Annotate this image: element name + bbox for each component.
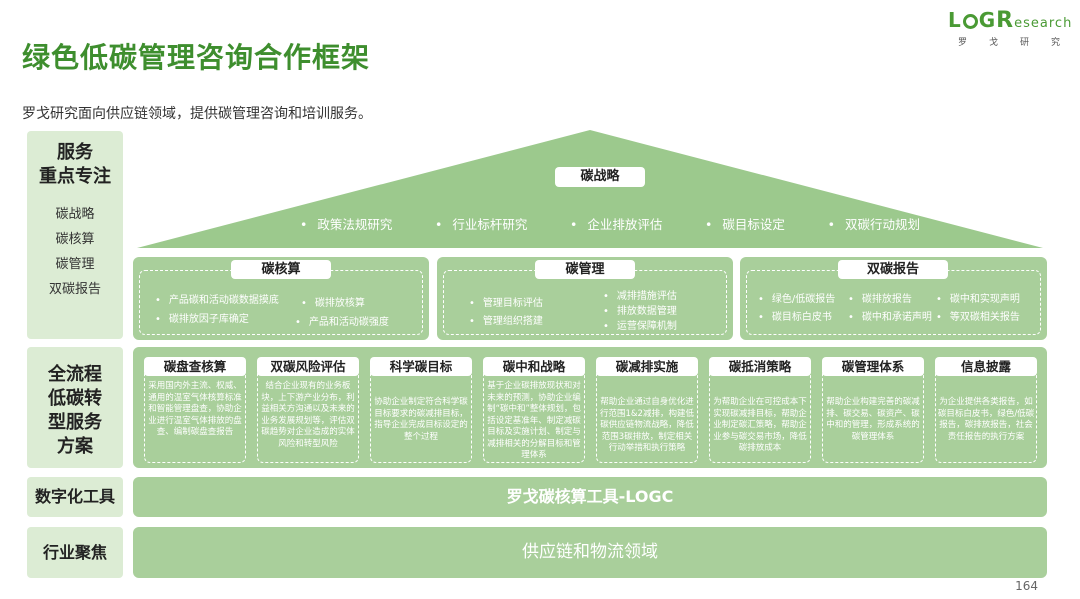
industry-focus-panel: 行业聚焦 <box>27 527 123 578</box>
column-text: 帮助企业构建完善的碳减排、碳交易、碳资产、碳中和的管理，形成系统的碳管理体系 <box>826 397 920 442</box>
roof-item: 行业标杆研究 <box>435 214 527 233</box>
column-title: 碳减排实施 <box>596 357 698 376</box>
process-column: 信息披露 为企业提供各类报告，如碳目标白皮书，绿色/低碳报告，碳排放报告，社会责… <box>933 357 1039 463</box>
column-text: 结合企业现有的业务板块，上下游产业分布，利益相关方沟通以及未来的业务发展规划等，… <box>261 381 355 449</box>
box-item: 碳排放因子库确定 <box>155 310 249 325</box>
service-focus-title-1: 服务 <box>57 142 93 163</box>
roof-item: 政策法规研究 <box>300 214 392 233</box>
box-title: 碳管理 <box>535 260 635 279</box>
page-subtitle: 罗戈研究面向供应链领域，提供碳管理咨询和培训服务。 <box>22 106 372 122</box>
column-title: 碳盘查核算 <box>144 357 246 376</box>
box-item: 等双碳相关报告 <box>936 308 1020 323</box>
page-number: 164 <box>1015 579 1038 593</box>
box-item: 管理目标评估 <box>469 294 543 309</box>
industry-focus-title: 行业聚焦 <box>42 543 107 562</box>
box-item: 碳排放核算 <box>301 294 365 309</box>
process-column: 碳管理体系 帮助企业构建完善的碳减排、碳交易、碳资产、碳中和的管理，形成系统的碳… <box>820 357 926 463</box>
box-item: 碳中和承诺声明 <box>848 308 932 323</box>
box-title: 碳核算 <box>231 260 331 279</box>
digital-tool-bar: 罗戈碳核算工具-LOGC <box>133 477 1047 517</box>
column-text: 为企业提供各类报告，如碳目标白皮书，绿色/低碳报告，碳排放报告，社会责任报告的执… <box>937 397 1035 442</box>
service-focus-panel: 服务 重点专注 碳战略 碳核算 碳管理 双碳报告 <box>27 131 123 339</box>
box-item: 碳中和实现声明 <box>936 290 1020 305</box>
box-item: 管理组织搭建 <box>469 312 543 327</box>
roof-label: 碳战略 <box>555 167 645 187</box>
service-focus-item: 碳核算 <box>55 232 95 247</box>
box-item: 运营保障机制 <box>603 317 677 332</box>
process-column: 碳中和战略 基于企业碳排放现状和对未来的预测，协助企业编制“碳中和”整体规划，包… <box>481 357 587 463</box>
logo-ring-icon <box>962 14 978 29</box>
service-focus-item: 碳管理 <box>55 257 95 272</box>
column-text: 协助企业制定符合科学碳目标要求的碳减排目标，指导企业完成目标设定的整个过程 <box>374 397 468 442</box>
box-item: 产品和活动碳强度 <box>295 313 389 328</box>
service-focus-item: 碳战略 <box>55 207 95 222</box>
roof-item: 双碳行动规划 <box>828 214 920 233</box>
box-item: 排放数据管理 <box>603 302 677 317</box>
process-column: 碳抵消策略 为帮助企业在可控成本下实现碳减排目标，帮助企业制定碳汇策略，帮助企业… <box>707 357 813 463</box>
column-text: 基于企业碳排放现状和对未来的预测，协助企业编制“碳中和”整体规划，包括设定基准年… <box>487 381 581 460</box>
service-focus-item: 双碳报告 <box>48 282 101 297</box>
column-text: 帮助企业通过自身优化进行范围1&2减排，构建低碳供应链物流战略，降低范围3碳排放… <box>600 397 694 453</box>
full-process-area: 碳盘查核算 采用国内外主流、权威、通用的温室气体核算标准和智能管理盘查，协助企业… <box>133 347 1047 468</box>
column-title: 碳管理体系 <box>822 357 924 376</box>
column-title: 双碳风险评估 <box>257 357 359 376</box>
logo-subtitle: 罗戈研究 <box>957 38 1080 48</box>
column-title: 碳抵消策略 <box>709 357 811 376</box>
box-item: 绿色/低碳报告 <box>758 290 835 305</box>
roof-items: 政策法规研究 行业标杆研究 企业排放评估 碳目标设定 双碳行动规划 <box>300 214 920 233</box>
roof-item: 企业排放评估 <box>570 214 662 233</box>
full-process-title-line: 方案 <box>57 436 93 457</box>
column-text: 采用国内外主流、权威、通用的温室气体核算标准和智能管理盘查，协助企业进行温室气体… <box>148 381 242 437</box>
industry-bar: 供应链和物流领域 <box>133 527 1047 578</box>
process-column: 碳减排实施 帮助企业通过自身优化进行范围1&2减排，构建低碳供应链物流战略，降低… <box>594 357 700 463</box>
box-item: 产品碳和活动碳数据摸底 <box>155 291 279 306</box>
box-item: 碳目标白皮书 <box>758 308 832 323</box>
box-title: 双碳报告 <box>838 260 948 279</box>
service-focus-title-2: 重点专注 <box>39 166 111 187</box>
process-column: 科学碳目标 协助企业制定符合科学碳目标要求的碳减排目标，指导企业完成目标设定的整… <box>368 357 474 463</box>
column-text: 为帮助企业在可控成本下实现碳减排目标，帮助企业制定碳汇策略，帮助企业参与碳交易市… <box>713 397 807 453</box>
column-title: 信息披露 <box>935 357 1037 376</box>
dual-carbon-report-box: 双碳报告 绿色/低碳报告 碳排放报告 碳中和实现声明 碳目标白皮书 碳中和承诺声… <box>740 257 1047 340</box>
full-process-title-line: 全流程 <box>48 364 102 385</box>
column-title: 科学碳目标 <box>370 357 472 376</box>
box-item: 减排措施评估 <box>603 287 677 302</box>
roof-item: 碳目标设定 <box>705 214 785 233</box>
full-process-title-line: 低碳转 <box>48 388 102 409</box>
carbon-accounting-box: 碳核算 产品碳和活动碳数据摸底 碳排放核算 碳排放因子库确定 产品和活动碳强度 <box>133 257 429 340</box>
process-column: 碳盘查核算 采用国内外主流、权威、通用的温室气体核算标准和智能管理盘查，协助企业… <box>142 357 248 463</box>
box-item: 碳排放报告 <box>848 290 912 305</box>
digital-tools-panel: 数字化工具 <box>27 477 123 517</box>
column-title: 碳中和战略 <box>483 357 585 376</box>
carbon-management-box: 碳管理 管理目标评估 减排措施评估 排放数据管理 管理组织搭建 运营保障机制 <box>437 257 733 340</box>
digital-tools-title: 数字化工具 <box>34 487 115 506</box>
process-column: 双碳风险评估 结合企业现有的业务板块，上下游产业分布，利益相关方沟通以及未来的业… <box>255 357 361 463</box>
full-process-title-line: 型服务 <box>48 412 102 433</box>
page-title: 绿色低碳管理咨询合作框架 <box>22 41 371 74</box>
full-process-panel: 全流程 低碳转 型服务 方案 <box>27 347 123 468</box>
